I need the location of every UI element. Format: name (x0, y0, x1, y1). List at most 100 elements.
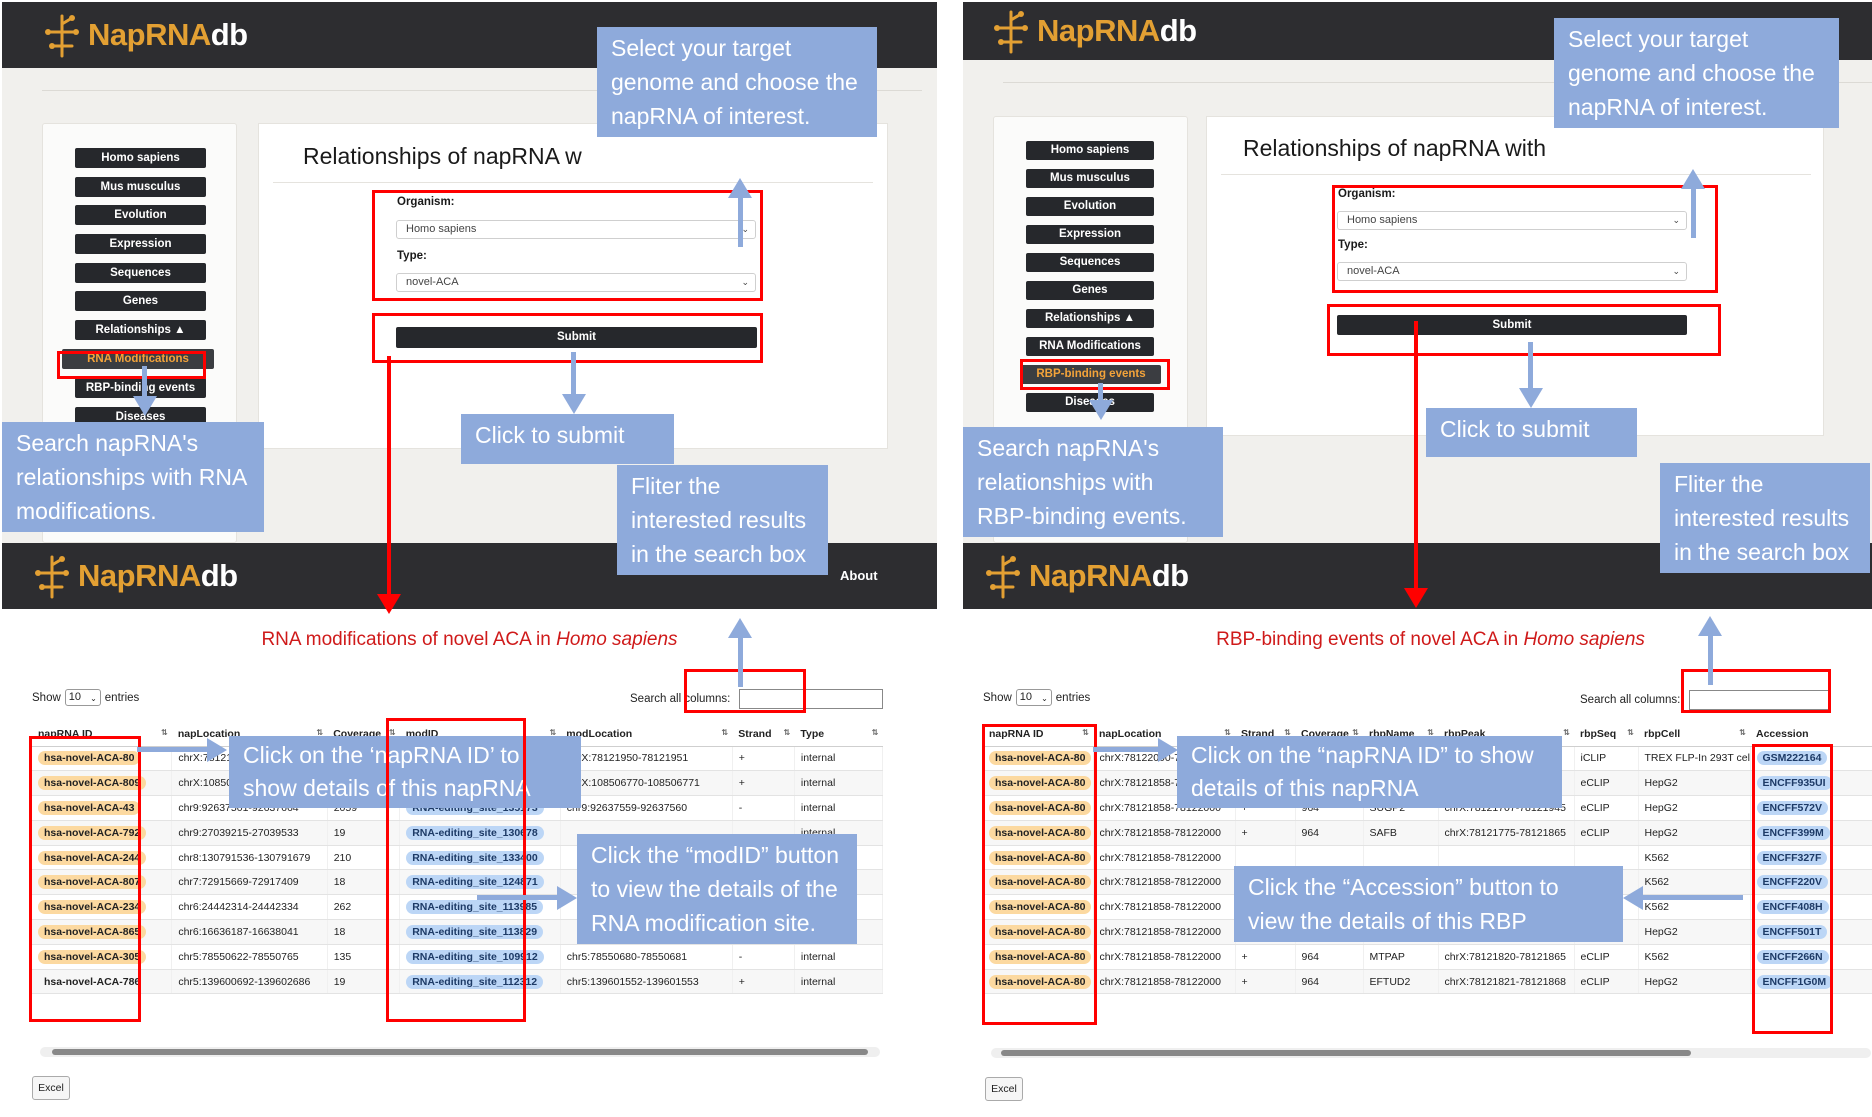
logo[interactable]: NapRNAdb (42, 10, 248, 60)
sidebar-expression[interactable]: Expression (1026, 225, 1154, 244)
nav-about-link[interactable]: About (840, 568, 878, 583)
napid-button[interactable]: hsa-novel-ACA-80 (989, 751, 1092, 766)
molecule-logo-icon (35, 555, 69, 599)
napid-button[interactable]: hsa-novel-ACA-865 (38, 924, 147, 939)
accession-button[interactable]: ENCFF572V (1756, 800, 1829, 815)
type-select[interactable]: novel-ACA⌄ (1337, 262, 1687, 281)
modid-button[interactable]: RNA-editing_site_113829 (406, 924, 544, 939)
accession-button[interactable]: ENCFF220V (1756, 875, 1829, 890)
organism-select[interactable]: Homo sapiens⌄ (1337, 211, 1687, 230)
horizontal-scrollbar[interactable] (40, 1047, 880, 1057)
cell-text: chrX:78121775-78121865 (1444, 826, 1566, 839)
cell-text: HepG2 (1644, 925, 1678, 938)
accession-button[interactable]: ENCFF327F (1756, 850, 1828, 865)
excel-button[interactable]: Excel (985, 1077, 1023, 1101)
napid-button[interactable]: hsa-novel-ACA-80 (989, 850, 1092, 865)
search-input[interactable] (739, 689, 883, 709)
sidebar-rbp-binding-events[interactable]: RBP-binding events (75, 378, 206, 398)
table-cell: hsa-novel-ACA-80 (983, 919, 1094, 945)
entries-select[interactable]: 10⌄ (1015, 689, 1052, 706)
accession-button[interactable]: ENCFF501T (1756, 924, 1828, 939)
column-header[interactable]: Strand⇅ (732, 722, 795, 747)
table-cell: HepG2 (1638, 770, 1751, 797)
napid-button[interactable]: hsa-novel-ACA-244 (38, 850, 147, 865)
napid-button[interactable]: hsa-novel-ACA-807 (38, 875, 147, 890)
sidebar-mus-musculus[interactable]: Mus musculus (1026, 169, 1154, 188)
molecule-logo-icon (994, 10, 1028, 54)
submit-button[interactable]: Submit (1337, 315, 1687, 335)
napid-button[interactable]: hsa-novel-ACA-80 (989, 924, 1092, 939)
sort-icon: ⇅ (1352, 728, 1359, 737)
sidebar-relationships[interactable]: Relationships ▲ (75, 320, 206, 340)
table-cell: HepG2 (1638, 795, 1751, 821)
napid-button[interactable]: hsa-novel-ACA-80 (989, 800, 1092, 815)
sidebar-evolution[interactable]: Evolution (75, 205, 206, 225)
column-header[interactable]: Accession⇅ (1750, 722, 1872, 747)
napid-button[interactable]: hsa-novel-ACA-809 (38, 776, 147, 791)
sidebar-mus-musculus[interactable]: Mus musculus (75, 177, 206, 197)
napid-button[interactable]: hsa-novel-ACA-80 (989, 825, 1092, 840)
sidebar-genes[interactable]: Genes (75, 291, 206, 311)
column-header[interactable]: rbpSeq⇅ (1574, 722, 1638, 747)
sidebar-rna-modifications[interactable]: RNA Modifications (62, 349, 214, 369)
accession-button[interactable]: ENCFF408H (1756, 900, 1829, 915)
column-header[interactable]: modLocation⇅ (560, 722, 733, 747)
excel-button[interactable]: Excel (32, 1076, 70, 1100)
sidebar-relationships[interactable]: Relationships ▲ (1026, 309, 1154, 328)
napid-button[interactable]: hsa-novel-ACA-786 (44, 975, 141, 988)
organism-select[interactable]: Homo sapiens⌄ (396, 220, 756, 239)
table-cell: chrX:78121858-78122000 (1093, 919, 1236, 945)
sort-icon: ⇅ (389, 728, 396, 737)
modid-button[interactable]: RNA-editing_site_112312 (406, 974, 544, 989)
cell-text: - (738, 801, 743, 814)
modid-button[interactable]: RNA-editing_site_113985 (406, 900, 544, 915)
modid-button[interactable]: RNA-editing_site_130678 (406, 825, 544, 840)
blue-arrow-left (1623, 886, 1643, 910)
sidebar-rna-modifications[interactable]: RNA Modifications (1026, 337, 1154, 356)
accession-button[interactable]: ENCFF399M (1756, 825, 1830, 840)
accession-button[interactable]: ENCFF935UI (1756, 776, 1832, 791)
modid-button[interactable]: RNA-editing_site_124871 (406, 875, 544, 890)
sidebar-rbp-binding-events[interactable]: RBP-binding events (1021, 365, 1161, 384)
napid-button[interactable]: hsa-novel-ACA-80 (989, 776, 1092, 791)
entries-select[interactable]: 10⌄ (64, 689, 101, 706)
napid-button[interactable]: hsa-novel-ACA-80 (989, 875, 1092, 890)
napid-button[interactable]: hsa-novel-ACA-43 (38, 800, 141, 815)
table-cell: ENCFF572V (1750, 795, 1872, 821)
submit-button[interactable]: Submit (396, 327, 757, 348)
column-header-label: napLocation (177, 727, 241, 740)
napid-button[interactable]: hsa-novel-ACA-80 (989, 900, 1092, 915)
table-cell: RNA-editing_site_113985 (399, 894, 561, 921)
cell-text: chr6:24442314-24442334 (178, 901, 299, 914)
sidebar-sequences[interactable]: Sequences (75, 263, 206, 283)
table-cell: hsa-novel-ACA-305 (32, 944, 173, 970)
column-header[interactable]: Type⇅ (794, 722, 883, 747)
modid-button[interactable]: RNA-editing_site_133400 (406, 850, 544, 865)
accession-button[interactable]: ENCFF1G0M (1756, 974, 1833, 989)
sidebar-genes[interactable]: Genes (1026, 281, 1154, 300)
accession-button[interactable]: ENCFF266N (1756, 949, 1829, 964)
modid-button[interactable]: RNA-editing_site_109912 (406, 949, 544, 964)
sidebar-evolution[interactable]: Evolution (1026, 197, 1154, 216)
blue-arrow-down (562, 394, 586, 414)
napid-button[interactable]: hsa-novel-ACA-80 (989, 974, 1092, 989)
napid-button[interactable]: hsa-novel-ACA-80 (38, 751, 141, 766)
napid-button[interactable]: hsa-novel-ACA-80 (989, 949, 1092, 964)
sidebar-sequences[interactable]: Sequences (1026, 253, 1154, 272)
type-select[interactable]: novel-ACA⌄ (396, 273, 756, 292)
sidebar-homo-sapiens[interactable]: Homo sapiens (1026, 141, 1154, 160)
blue-arrow-shaft (1643, 895, 1743, 900)
horizontal-scrollbar[interactable] (991, 1048, 1871, 1058)
column-header[interactable]: rbpCell⇅ (1638, 722, 1750, 747)
table-cell: RNA-editing_site_124871 (399, 869, 561, 896)
accession-button[interactable]: GSM222164 (1756, 751, 1828, 766)
logo[interactable]: NapRNAdb (983, 551, 1189, 601)
sidebar-homo-sapiens[interactable]: Homo sapiens (75, 148, 206, 168)
logo[interactable]: NapRNAdb (32, 551, 238, 601)
table-cell: RNA-editing_site_133400 (399, 845, 561, 871)
napid-button[interactable]: hsa-novel-ACA-305 (38, 949, 147, 964)
sidebar-expression[interactable]: Expression (75, 234, 206, 254)
napid-button[interactable]: hsa-novel-ACA-792 (38, 825, 147, 840)
logo[interactable]: NapRNAdb (991, 6, 1197, 56)
napid-button[interactable]: hsa-novel-ACA-234 (38, 900, 147, 915)
